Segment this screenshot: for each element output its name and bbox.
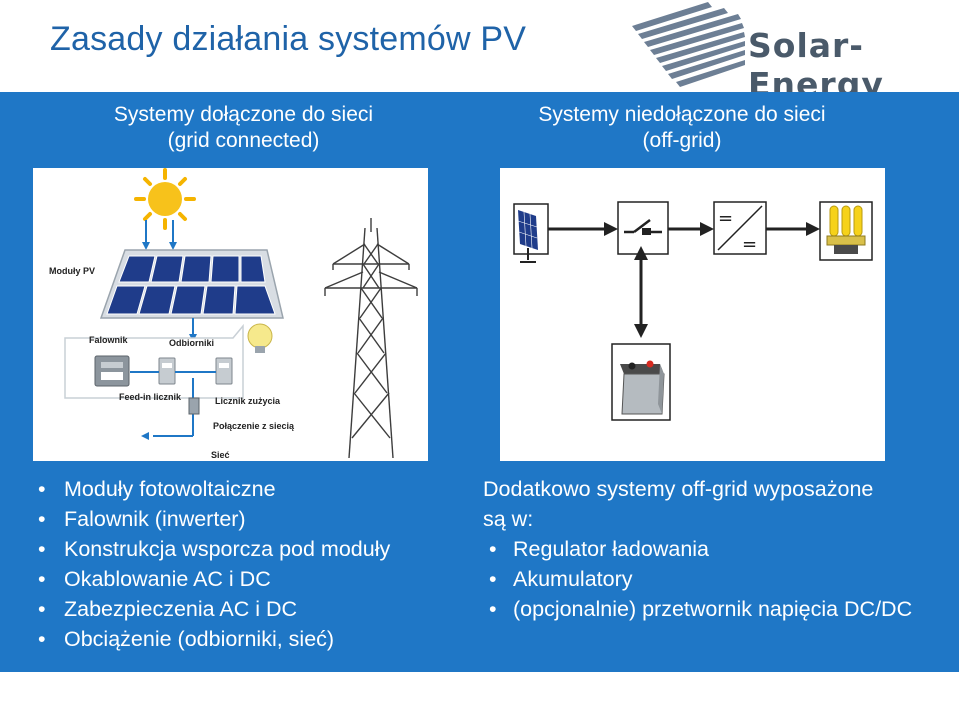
grid-connected-diagram: Moduły PV [33, 168, 428, 461]
list-item: Obciążenie (odbiorniki, sieć) [38, 624, 458, 654]
off-grid-intro-line1: Dodatkowo systemy off-grid wyposażone [483, 477, 874, 501]
charge-regulator-switch-icon [617, 201, 669, 255]
list-item: (opcjonalnie) przetwornik napięcia DC/DC [489, 594, 923, 624]
pv-module-icon [513, 203, 549, 263]
modules-label: Moduły PV [49, 266, 95, 276]
light-bulb-icon [247, 323, 273, 353]
power-pylon-icon [324, 218, 418, 459]
off-grid-components-text: Dodatkowo systemy off-grid wyposażone są… [483, 474, 923, 624]
cfl-bulb-icon [819, 201, 873, 261]
logo-stripes-icon [632, 2, 745, 87]
battery-icon [611, 343, 671, 421]
grid-connection-label: Połączenie z siecią [213, 421, 295, 431]
solar-panel-icon [99, 249, 284, 319]
converter-bottom-symbol: = [742, 234, 757, 255]
grid-label: Sieć [211, 450, 230, 460]
sun-icon [134, 168, 196, 230]
off-grid-components-list: Regulator ładowania Akumulatory (opcjona… [483, 534, 923, 624]
off-grid-heading-line2: (off-grid) [642, 129, 722, 152]
off-grid-intro-line2: są w: [483, 507, 534, 531]
off-grid-heading-line1: Systemy niedołączone do sieci [538, 103, 826, 126]
list-item: Akumulatory [489, 564, 923, 594]
slide-title: Zasady działania systemów PV [50, 20, 527, 58]
loads-label: Odbiorniki [169, 338, 214, 348]
grid-connected-heading-line2: (grid connected) [167, 129, 320, 152]
inverter-label: Falownik [89, 335, 128, 345]
inverter-icon [94, 355, 130, 387]
list-item: Zabezpieczenia AC i DC [38, 594, 458, 624]
list-item: Falownik (inwerter) [38, 504, 458, 534]
list-item: Konstrukcja wsporcza pod moduły [38, 534, 458, 564]
converter-top-symbol: = [718, 208, 733, 229]
bottom-strip [0, 672, 959, 714]
slide-header: Zasady działania systemów PV Solar-Energ… [0, 0, 959, 104]
list-item: Moduły fotowoltaiczne [38, 474, 458, 504]
solar-energy-logo: Solar-Energy [620, 0, 959, 104]
dc-dc-converter-icon: = = [713, 201, 767, 255]
grid-connected-heading: Systemy dołączone do sieci (grid connect… [46, 102, 441, 154]
consumption-meter-label: Licznik zużycia [215, 396, 281, 406]
list-item: Regulator ładowania [489, 534, 923, 564]
list-item: Okablowanie AC i DC [38, 564, 458, 594]
meter-icon [158, 357, 233, 385]
feed-in-meter-label: Feed-in licznik [119, 392, 182, 402]
grid-connected-heading-line1: Systemy dołączone do sieci [113, 103, 374, 126]
grid-connected-components-list: Moduły fotowoltaiczne Falownik (inwerter… [38, 474, 458, 654]
off-grid-diagram: = = [500, 168, 885, 461]
off-grid-heading: Systemy niedołączone do sieci (off-grid) [490, 102, 874, 154]
